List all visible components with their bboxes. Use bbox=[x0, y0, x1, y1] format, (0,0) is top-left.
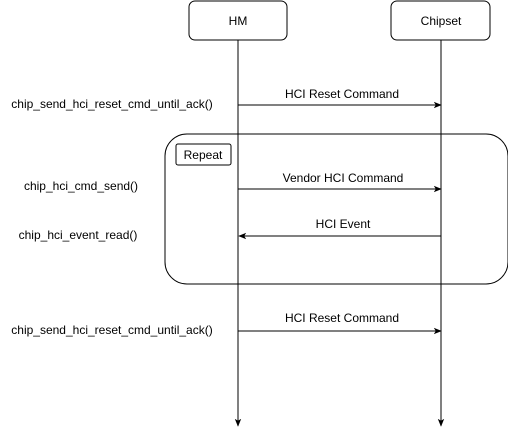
message-label-1: HCI Reset Command bbox=[285, 87, 399, 101]
function-label-1: chip_send_hci_reset_cmd_until_ack() bbox=[11, 97, 212, 111]
participant-hm: HM bbox=[188, 0, 288, 41]
message-label-3: HCI Event bbox=[316, 217, 371, 231]
loop-label: Repeat bbox=[184, 148, 223, 162]
function-label-4: chip_send_hci_reset_cmd_until_ack() bbox=[11, 323, 212, 337]
participant-chipset: Chipset bbox=[390, 0, 491, 41]
function-label-3: chip_hci_event_read() bbox=[19, 228, 138, 242]
message-label-4: HCI Reset Command bbox=[285, 311, 399, 325]
function-label-2: chip_hci_cmd_send() bbox=[24, 179, 138, 193]
message-label-2: Vendor HCI Command bbox=[283, 171, 404, 185]
participant-chipset-label: Chipset bbox=[421, 14, 462, 28]
loop-frame bbox=[164, 133, 508, 285]
loop-label-box: Repeat bbox=[175, 143, 232, 166]
participant-hm-label: HM bbox=[229, 14, 248, 28]
